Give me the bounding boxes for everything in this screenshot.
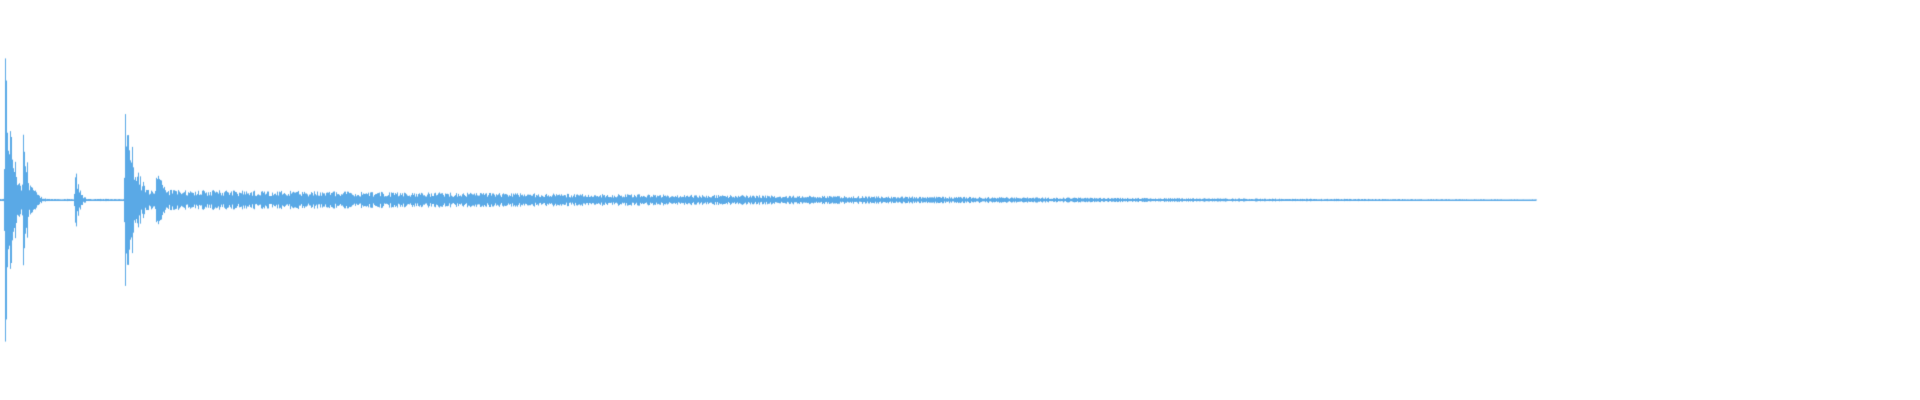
audio-waveform-panel[interactable] bbox=[0, 0, 1920, 400]
audio-waveform[interactable] bbox=[0, 0, 1920, 400]
